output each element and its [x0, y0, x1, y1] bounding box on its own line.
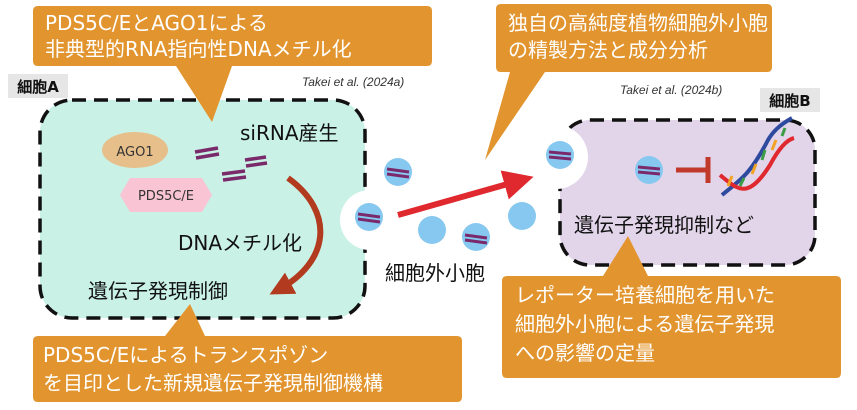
dna-helix-icon: [718, 116, 795, 197]
callout-top-left-line2: 非典型的RNA指向性DNAメチル化: [45, 37, 352, 61]
rna-in-vesicle: [357, 212, 381, 219]
vesicle-in-cell-b: [635, 156, 663, 184]
sirna-strand: [245, 161, 268, 168]
gene-suppression-label: 遺伝子発現抑制など: [574, 213, 754, 237]
pds5ce-protein: [120, 178, 212, 212]
callout-top-left-line1: PDS5C/EとAGO1による: [45, 11, 268, 35]
callout-top-right: 独自の高純度植物細胞外小胞 の精製方法と成分分析: [485, 4, 772, 160]
citation-a: Takei et al. (2024a): [302, 75, 404, 89]
rna-in-vesicle: [386, 172, 410, 179]
vesicle-entering-b: [546, 141, 574, 169]
sirna-strand: [194, 146, 219, 154]
ago1-protein: [102, 132, 168, 168]
cell-b-membrane: [558, 118, 817, 267]
cell-b-label-tab: 細胞B: [760, 88, 820, 112]
rna-in-vesicle: [637, 165, 661, 171]
pds5ce-label: PDS5C/E: [138, 189, 194, 204]
citation-b: Takei et al. (2024b): [620, 83, 722, 97]
cell-b: [524, 118, 817, 267]
callout-bottom-left: PDS5C/Eによるトランスポゾン を目印とした新規遺伝子発現制御機構: [33, 304, 462, 402]
methylation-curved-arrow: [269, 175, 324, 295]
callout-top-left: PDS5C/EとAGO1による 非典型的RNA指向性DNAメチル化: [33, 6, 432, 122]
cell-a-label-bg: [8, 74, 68, 98]
cell-a-label: 細胞A: [17, 78, 59, 96]
callout-bottom-left-line1: PDS5C/Eによるトランスポゾン: [43, 343, 328, 367]
transfer-arrow-icon: [397, 170, 534, 218]
sirna-strand: [221, 169, 246, 176]
rna-in-vesicle: [548, 155, 572, 161]
vesicle: [418, 216, 446, 244]
sirna-strand: [244, 155, 267, 162]
callout-top-right-line1: 独自の高純度植物細胞外小胞: [508, 11, 768, 35]
inhibition-arrow-icon: [676, 157, 711, 183]
cell-a-label-tab: 細胞A: [8, 74, 68, 98]
vesicle: [508, 202, 536, 230]
rna-in-vesicle: [357, 217, 381, 224]
dna-methylation-label: DNAメチル化: [178, 231, 302, 255]
callout-bottom-right-line1: レポーター培養細胞を用いた: [515, 283, 775, 307]
sirna-strand: [222, 175, 247, 182]
extracellular-vesicles: [384, 158, 536, 251]
callout-top-left-shape: [33, 6, 432, 122]
sirna-strand: [195, 152, 220, 160]
callout-bottom-left-shape: [33, 304, 462, 402]
gene-control-label: 遺伝子発現制御: [88, 279, 228, 303]
callout-bottom-right: レポーター培養細胞を用いた 細胞外小胞による遺伝子発現 への影響の定量: [502, 236, 841, 378]
ev-label: 細胞外小胞: [385, 261, 485, 285]
rna-in-vesicle: [464, 233, 488, 240]
rna-in-vesicle: [464, 238, 488, 245]
callout-bottom-right-line2: 細胞外小胞による遺伝子発現: [515, 312, 774, 336]
rna-in-vesicle: [548, 150, 572, 156]
ago1-label: AGO1: [116, 145, 153, 160]
callout-top-right-line2: の精製方法と成分分析: [508, 38, 708, 62]
cell-b-label: 細胞B: [769, 92, 810, 110]
sirna-production-label: siRNA産生: [240, 121, 339, 145]
cell-b-label-bg: [760, 88, 820, 112]
callout-bottom-right-line3: への影響の定量: [515, 341, 655, 365]
callout-bottom-right-shape: [502, 236, 841, 378]
rna-in-vesicle: [637, 170, 661, 176]
callout-top-right-shape: [485, 4, 772, 160]
sirna-duplexes: [194, 146, 268, 182]
rna-in-vesicle: [386, 167, 410, 174]
callout-bottom-left-line2: を目印とした新規遺伝子発現制御機構: [43, 371, 383, 395]
